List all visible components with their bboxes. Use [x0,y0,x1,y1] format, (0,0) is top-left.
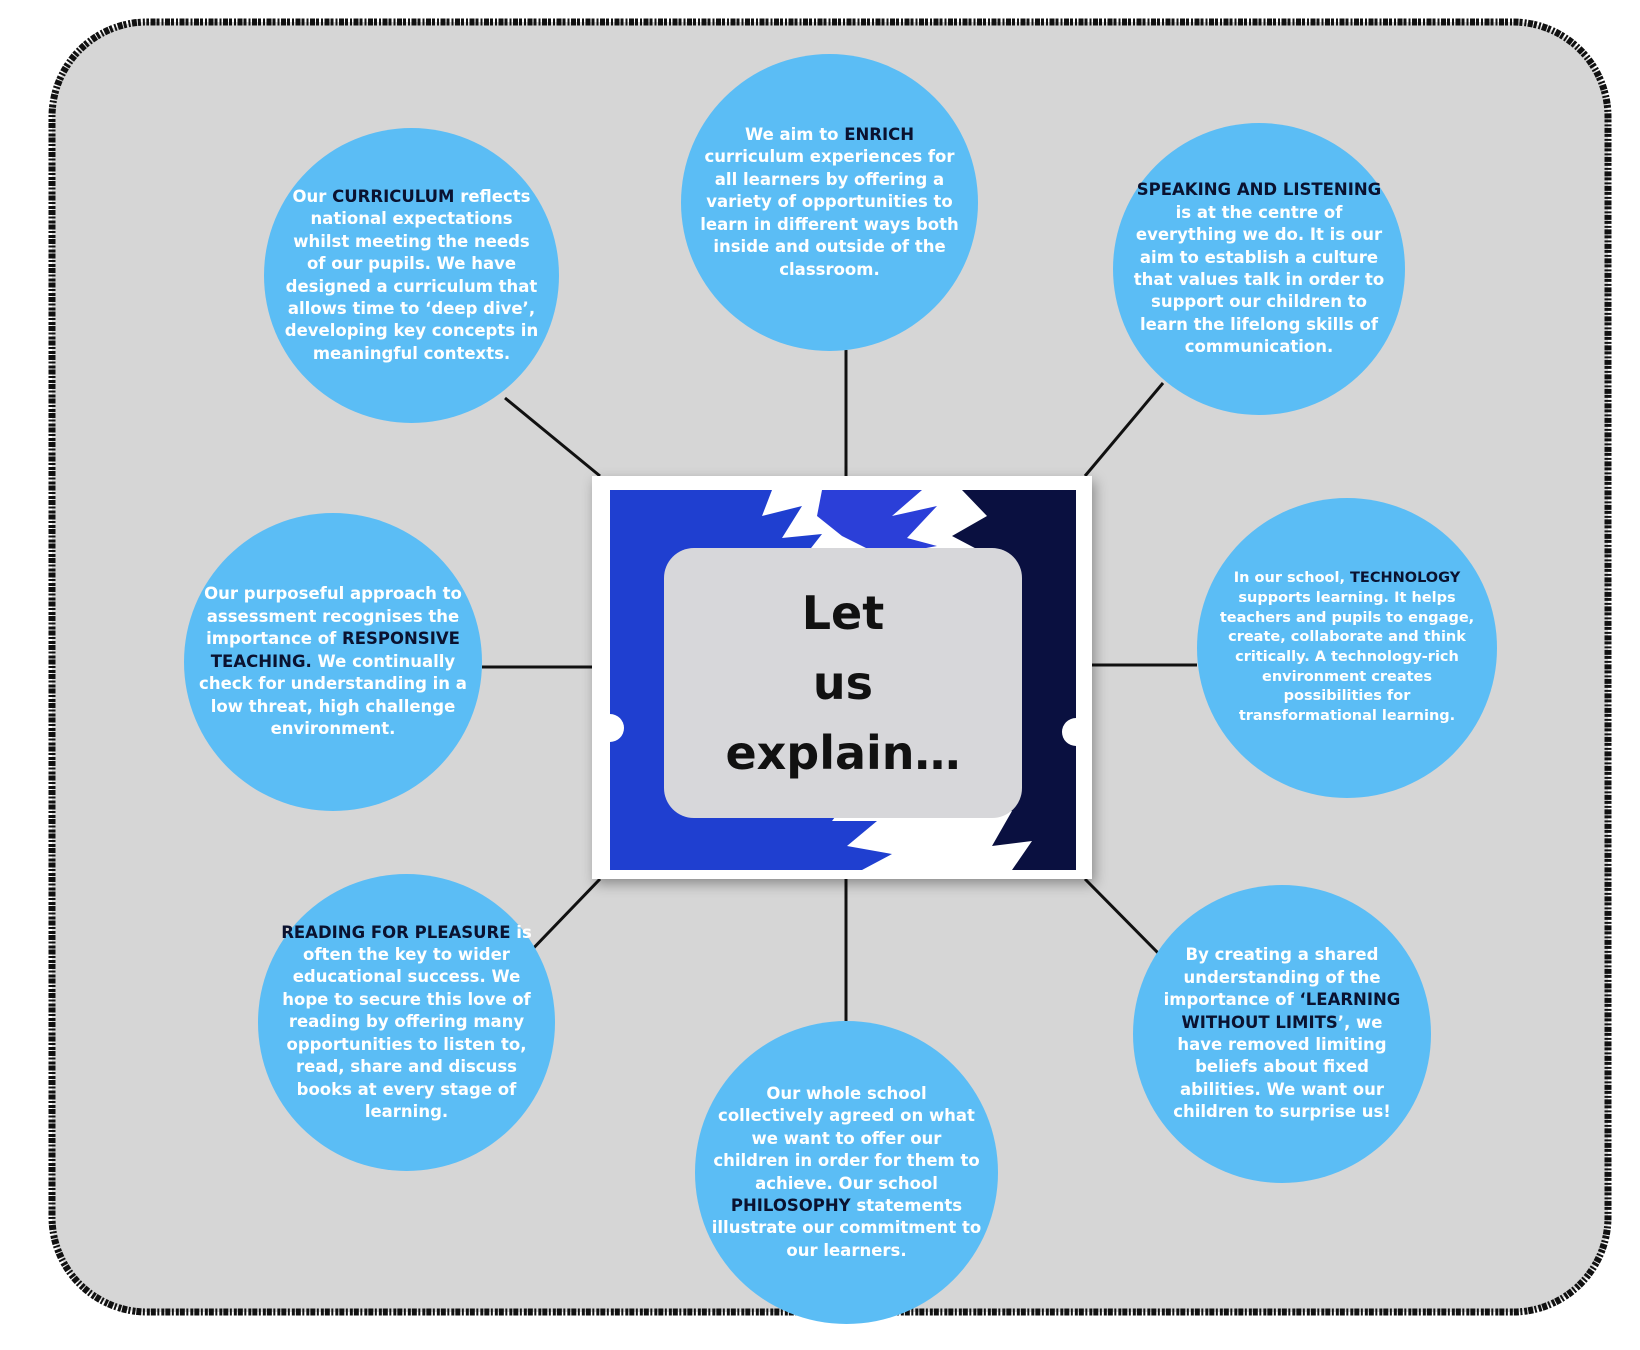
bubble-reading-for-pleasure: READING FOR PLEASURE is often the key to… [258,874,555,1171]
center-label-line-1: Let [801,586,885,640]
bubble-speaking-listening: SPEAKING AND LISTENING is at the centre … [1113,123,1405,415]
bubble-philosophy-pre: Our whole school collectively agreed on … [713,1083,980,1193]
bubble-curriculum-pre: Our [292,186,333,206]
bubble-limits-pre: By creating a shared understanding of th… [1163,945,1381,1010]
bubble-assessment-pre: Our purposeful approach to assessment re… [204,584,462,649]
bubble-responsive-teaching: Our purposeful approach to assessment re… [184,513,482,811]
bubble-technology: In our school, TECHNOLOGY supports learn… [1197,498,1497,798]
connector-curriculum [504,396,601,478]
bubble-enrich: We aim to ENRICH curriculum experiences … [681,54,978,351]
bubble-enrich-text: curriculum experiences for all learners … [700,147,959,279]
bubble-technology-keyword: TECHNOLOGY [1350,570,1461,587]
connector-reading [522,877,602,960]
bubble-curriculum: Our CURRICULUM reflects national expecta… [264,128,559,423]
bubble-learning-without-limits: By creating a shared understanding of th… [1133,885,1431,1183]
bubble-philosophy-keyword: PHILOSOPHY [730,1195,851,1215]
bubble-curriculum-keyword: CURRICULUM [332,186,455,206]
bubble-assessment-text: We continually check for understanding i… [199,651,467,739]
connector-limits [1083,877,1167,962]
bubble-enrich-keyword: ENRICH [844,124,915,144]
bubble-speaking-keyword: SPEAKING AND LISTENING [1136,180,1382,200]
bubble-technology-text: supports learning. It helps teachers and… [1219,589,1475,725]
bubble-philosophy-text: statements illustrate our commitment to … [711,1195,982,1260]
bubble-enrich-pre: We aim to [744,124,845,144]
center-label-line-2: us [812,656,874,710]
bubble-limits-text: ’, we have removed limiting beliefs abou… [1173,1012,1391,1122]
center-label-line-3: explain… [725,726,961,780]
bubble-technology-pre: In our school, [1233,570,1351,587]
bubble-philosophy: Our whole school collectively agreed on … [695,1021,998,1324]
bubble-reading-keyword: READING FOR PLEASURE [281,922,511,942]
bubble-limits-keyword: ‘LEARNING WITHOUT LIMITS [1181,990,1401,1032]
center-label: Let us explain… [664,548,1022,818]
connectors [482,350,1197,1021]
connector-speaking [1083,382,1165,477]
bubble-reading-text: is often the key to wider educational su… [282,922,532,1122]
bubble-speaking-text: is at the centre of everything we do. It… [1133,202,1385,357]
bubble-assessment-keyword: RESPONSIVE TEACHING. [210,629,460,671]
bubble-curriculum-text: reflects national expectations whilst me… [284,186,539,363]
